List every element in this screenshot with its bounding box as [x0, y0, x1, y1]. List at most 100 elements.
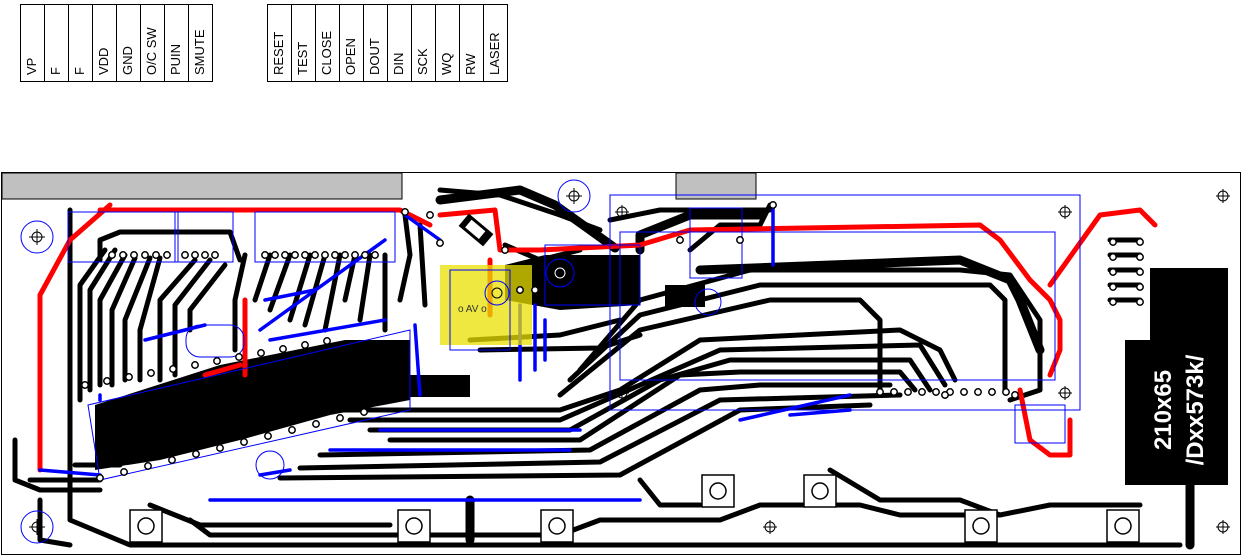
- red-traces: [37, 202, 1158, 473]
- pad: [271, 251, 279, 259]
- pad: [192, 450, 200, 458]
- pad: [169, 365, 177, 373]
- switch-icon: [540, 509, 574, 543]
- switch-icon: [1106, 509, 1140, 543]
- pad: [501, 246, 509, 254]
- mounting-holes: [20, 179, 1230, 544]
- pad: [1109, 253, 1117, 261]
- pad: [291, 251, 299, 259]
- pad: [168, 456, 176, 464]
- mount-hole-icon: [20, 220, 54, 254]
- pin-label: GND: [117, 5, 141, 81]
- pad: [876, 388, 884, 396]
- pad: [1136, 283, 1144, 291]
- switch-icon: [964, 509, 998, 543]
- mount-hole-icon: [255, 450, 285, 480]
- pin-label: F: [69, 5, 93, 81]
- mount-hole-icon: [557, 179, 591, 213]
- pin-label: VP: [21, 5, 45, 81]
- pin-label: CLOSE: [316, 5, 340, 81]
- copper-pour-label-area: [1125, 268, 1228, 485]
- copper-pour-regulator: [505, 255, 640, 310]
- tactile-switches: [129, 474, 1140, 543]
- pad: [336, 414, 344, 422]
- pad: [147, 369, 155, 377]
- pad: [361, 251, 369, 259]
- pad: [371, 251, 379, 259]
- mount-hole-icon: [1216, 520, 1230, 534]
- pad: [261, 251, 269, 259]
- pad: [191, 251, 199, 259]
- pad: [211, 251, 219, 259]
- pad: [736, 236, 744, 244]
- pad: [301, 341, 309, 349]
- pad: [125, 373, 133, 381]
- pad: [321, 251, 329, 259]
- board-label-line1: 210x65: [1150, 370, 1177, 450]
- pad: [281, 251, 289, 259]
- pad: [941, 391, 949, 399]
- pad: [904, 388, 912, 396]
- pad: [96, 474, 104, 482]
- pad: [988, 388, 996, 396]
- pin-label: SCK: [412, 5, 436, 81]
- board-outline: [1, 172, 1241, 555]
- pad: [426, 211, 434, 219]
- pad: [360, 408, 368, 416]
- mount-hole-icon: [1216, 189, 1230, 203]
- connector-right-pinout: RESET TEST CLOSE OPEN DOUT DIN SCK WQ RW…: [267, 4, 508, 82]
- switch-icon: [701, 474, 735, 508]
- mount-hole-icon: [615, 205, 629, 219]
- copper-pour-center: [410, 375, 470, 397]
- switch-icon: [397, 509, 431, 543]
- pin-label: O/C SW: [141, 5, 165, 81]
- pad: [1136, 268, 1144, 276]
- highlighted-component: [440, 265, 532, 345]
- pad: [240, 438, 248, 446]
- pad: [331, 251, 339, 259]
- pin-label: VDD: [93, 5, 117, 81]
- pad: [311, 251, 319, 259]
- pin-label: DOUT: [364, 5, 388, 81]
- pad: [264, 432, 272, 440]
- pad: [130, 251, 138, 259]
- pin-label: F: [45, 5, 69, 81]
- pad: [1109, 298, 1117, 306]
- pin-label: TEST: [292, 5, 316, 81]
- pad: [1109, 238, 1117, 246]
- pad: [676, 236, 684, 244]
- copper-pour-ic: [95, 340, 410, 470]
- pad: [163, 251, 171, 259]
- mount-hole-icon: [484, 280, 510, 306]
- pad: [918, 388, 926, 396]
- switch-icon: [803, 474, 837, 508]
- pad: [341, 251, 349, 259]
- mount-hole-icon: [694, 288, 722, 316]
- pad: [108, 251, 116, 259]
- pad: [1109, 283, 1117, 291]
- mount-hole-icon: [20, 510, 54, 544]
- pad: [932, 388, 940, 396]
- mount-hole-icon: [615, 386, 629, 400]
- board-tab-left: [1, 172, 403, 200]
- board-label: 210x65 /Dxx573k/: [1150, 354, 1209, 465]
- pin-label: RESET: [268, 5, 292, 81]
- switch-icon: [129, 509, 163, 543]
- pad: [1011, 391, 1019, 399]
- pad: [436, 239, 444, 247]
- pad: [141, 251, 149, 259]
- mount-hole-icon: [545, 258, 575, 288]
- pin-label: OPEN: [340, 5, 364, 81]
- pin-label: DIN: [388, 5, 412, 81]
- pin-label: RW: [460, 5, 484, 81]
- copper-pour-small: [665, 285, 705, 307]
- pad: [1109, 268, 1117, 276]
- pad: [312, 420, 320, 428]
- pad: [516, 286, 524, 294]
- component-text: o AV o: [458, 304, 487, 315]
- pad: [769, 201, 777, 209]
- pad: [216, 444, 224, 452]
- pad: [103, 377, 111, 385]
- pin-label: WQ: [436, 5, 460, 81]
